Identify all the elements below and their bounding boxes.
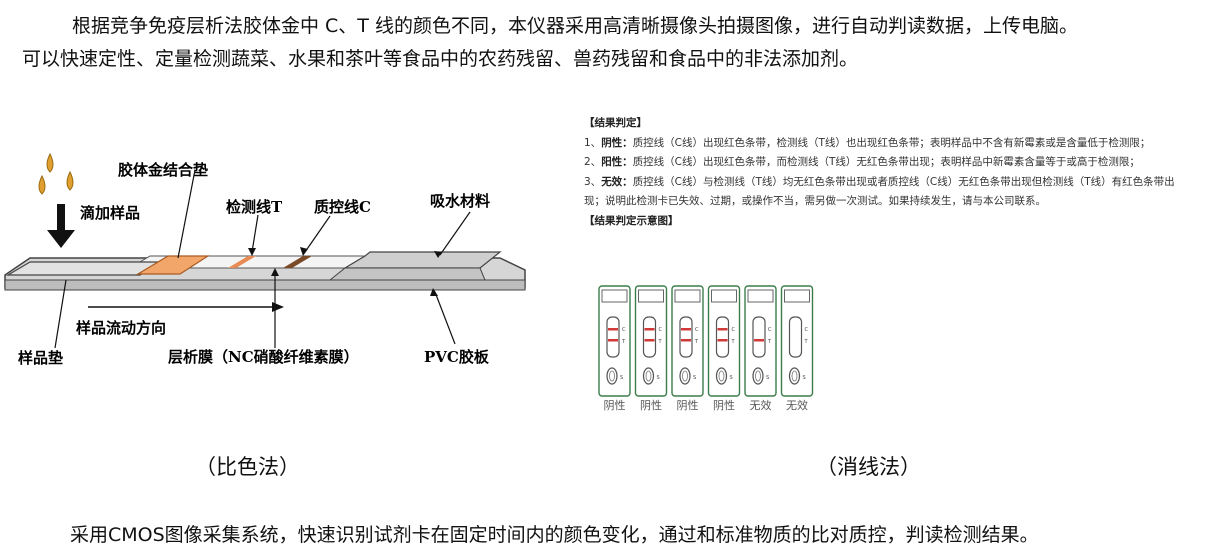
c-letter: C: [695, 327, 699, 333]
card-label-box: [784, 289, 810, 303]
card-window: [788, 316, 803, 358]
s-letter: S: [803, 375, 806, 381]
t-line-band: [228, 256, 256, 268]
card-window: [752, 316, 766, 358]
intro-line-2: 可以快速定性、定量检测蔬菜、水果和茶叶等食品中的农药残留、兽药残留和食品中的非法…: [22, 48, 859, 70]
caption-colorimetric: （比色法）: [195, 455, 300, 479]
sample-pad: [5, 261, 163, 276]
t-line-mark: [717, 339, 728, 342]
intro-line-1: 根据竞争免疫层析法胶体金中 C、T 线的颜色不同，本仪器采用高清晰摄像头拍摄图像…: [72, 15, 1078, 37]
t-line-mark: [608, 339, 618, 342]
c-letter: C: [732, 327, 736, 333]
c-letter: C: [805, 327, 809, 333]
label-pvc: PVC胶板: [424, 348, 490, 366]
c-line-mark: [681, 328, 691, 331]
droplet-icon: [66, 170, 74, 191]
t-letter: T: [767, 339, 772, 345]
sample-well-inner: [791, 370, 798, 382]
label-control-line: 质控线C: [314, 198, 371, 216]
label-drop-sample: 滴加样品: [80, 204, 140, 222]
c-letter: C: [622, 327, 626, 333]
card-label-box: [747, 289, 774, 303]
colloid-gold-pad: [135, 255, 211, 275]
sample-well-inner: [755, 370, 761, 382]
droplet-icon: [46, 152, 54, 173]
label-absorbent: 吸水材料: [430, 192, 490, 210]
card-label-box: [711, 289, 737, 303]
droplet-icon: [38, 174, 46, 195]
result-judgement: 【结果判定】 1、阴性：质控线（C线）出现红色条带，检测线（T线）也出现红色条带…: [584, 114, 1184, 231]
c-line-band: [283, 256, 312, 268]
t-letter: T: [731, 339, 736, 345]
card-window: [679, 316, 693, 358]
sample-well-inner: [718, 370, 725, 382]
card-window: [606, 316, 620, 358]
c-letter: C: [768, 327, 772, 333]
result-heading: 【结果判定】: [584, 117, 647, 129]
c-line-mark: [608, 328, 618, 331]
sample-well-inner: [609, 370, 615, 382]
result-item-positive: 2、阳性：质控线（C线）出现红色条带，而检测线（T线）无红色条带出现；表明样品中…: [584, 156, 1140, 168]
c-line-mark: [717, 328, 728, 331]
sample-well-inner: [645, 370, 652, 382]
t-letter: T: [658, 339, 663, 345]
intro-paragraph: 根据竞争免疫层析法胶体金中 C、T 线的颜色不同，本仪器采用高清晰摄像头拍摄图像…: [22, 10, 1202, 76]
card-result-label: 无效: [750, 398, 772, 412]
card-window: [642, 316, 657, 358]
s-letter: S: [693, 375, 696, 381]
label-flow-direction: 样品流动方向: [76, 319, 166, 337]
c-line-mark: [644, 328, 655, 331]
c-letter: C: [659, 327, 663, 333]
test-strip-diagram: 胶体金结合垫 滴加样品 检测线T 质控线C 吸水材料 样品流动方向 样品垫 层析…: [0, 140, 535, 400]
result-item-invalid: 3、无效：质控线（C线）与检测线（T线）均无红色条带出现或者质控线（C线）无红色…: [584, 175, 1175, 208]
t-line-mark: [644, 339, 655, 342]
card-label-box: [638, 289, 664, 303]
card-window: [715, 316, 730, 358]
sample-well-inner: [682, 370, 688, 382]
t-letter: T: [804, 339, 809, 345]
card-result-label: 无效: [786, 398, 808, 412]
t-letter: T: [621, 339, 626, 345]
s-letter: S: [766, 375, 769, 381]
diagram-heading: 【结果判定示意图】: [584, 214, 679, 227]
caption-line-elimination: （消线法）: [816, 455, 921, 479]
absorbent-slope: [328, 267, 486, 281]
t-letter: T: [694, 339, 699, 345]
card-label-box: [601, 289, 628, 303]
card-label-box: [674, 289, 701, 303]
label-sample-pad: 样品垫: [18, 349, 63, 367]
card-result-label: 阴性: [713, 398, 735, 412]
s-letter: S: [620, 375, 623, 381]
pvc-base-front: [4, 279, 526, 291]
card-result-label: 阴性: [604, 398, 626, 412]
card-result-label: 阴性: [640, 398, 662, 412]
result-item-negative: 1、阴性：质控线（C线）出现红色条带，检测线（T线）也出现红色条带；表明样品中不…: [584, 136, 1151, 149]
footer-text: 采用CMOS图像采集系统，快速识别试剂卡在固定时间内的颜色变化，通过和标准物质的…: [70, 524, 1039, 546]
t-line-mark: [754, 339, 764, 342]
absorbent-pad: [342, 251, 502, 269]
s-letter: S: [730, 375, 733, 381]
test-strip-svg: 胶体金结合垫 滴加样品 检测线T 质控线C 吸水材料 样品流动方向 样品垫 层析…: [4, 152, 526, 367]
label-membrane: 层析膜（NC硝酸纤维素膜）: [168, 348, 359, 366]
t-line-mark: [681, 339, 691, 342]
label-test-line: 检测线T: [226, 198, 283, 216]
card-result-label: 阴性: [677, 398, 699, 412]
flow-arrow-icon: [88, 302, 284, 312]
down-arrow-icon: [47, 204, 75, 248]
s-letter: S: [657, 375, 660, 381]
label-colloid-pad: 胶体金结合垫: [118, 161, 208, 179]
